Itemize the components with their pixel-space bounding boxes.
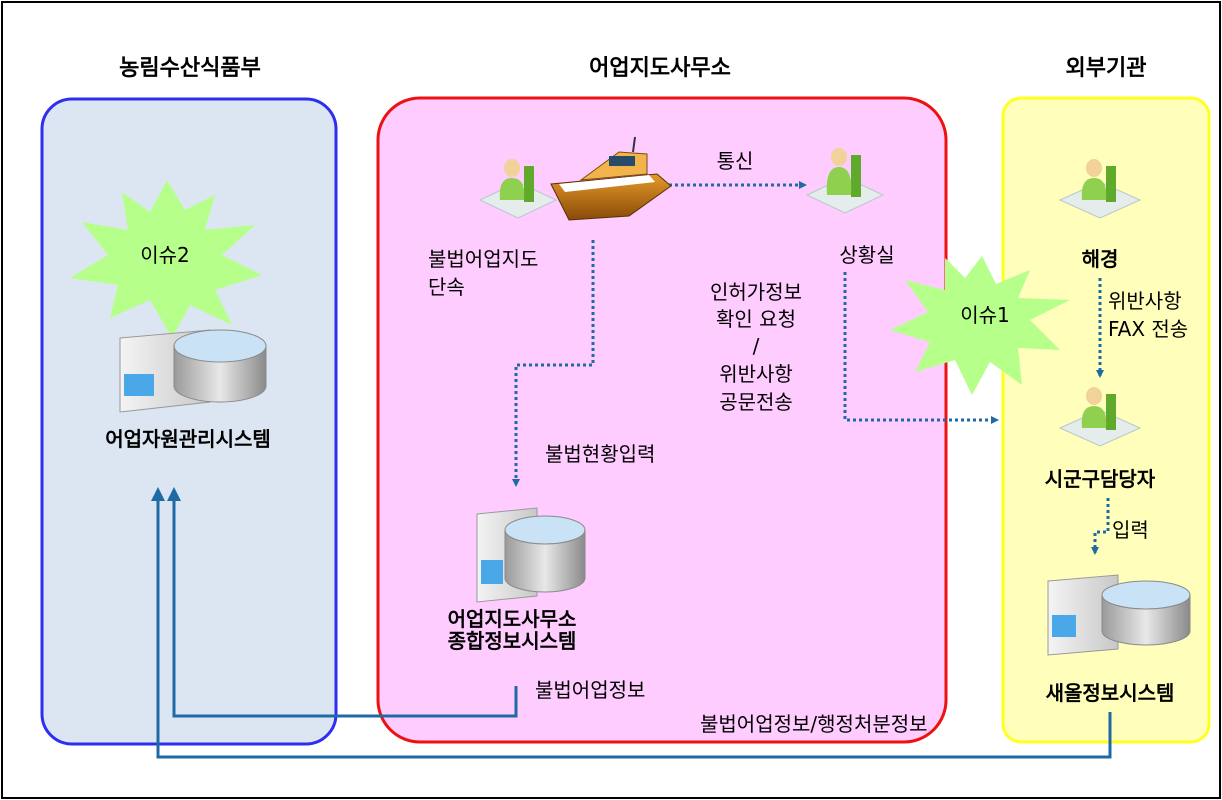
coast-guard-icon bbox=[1058, 159, 1142, 219]
admin-info-connector bbox=[151, 487, 1112, 759]
crackdown-label-line1: 불법어업지도 bbox=[428, 247, 538, 271]
saeol-system-label: 새올정보시스템 bbox=[1046, 681, 1175, 705]
saeol-server-icon bbox=[1047, 574, 1191, 656]
office-system-label-line1: 어업지도사무소 bbox=[448, 607, 577, 631]
input-connector bbox=[512, 240, 595, 487]
admin-info-label: 불법어업정보/행정처분정보 bbox=[700, 712, 928, 736]
situation-room-icon bbox=[805, 148, 885, 214]
illegal-info-connector bbox=[167, 487, 518, 718]
local-official-label: 시군구담당자 bbox=[1045, 467, 1156, 491]
ministry-panel bbox=[40, 97, 338, 746]
request-label-line3: / bbox=[753, 334, 760, 358]
request-connector bbox=[843, 272, 999, 424]
issue1-burst bbox=[890, 256, 1070, 395]
officer-icon bbox=[478, 159, 558, 219]
violation-fax-label-line1: 위반사항 bbox=[1108, 289, 1182, 313]
issue2-burst bbox=[70, 180, 262, 338]
office-system-label-line2: 종합정보시스템 bbox=[448, 629, 577, 653]
request-label-line2: 확인 요청 bbox=[716, 307, 796, 331]
request-label-line5: 공문전송 bbox=[719, 390, 793, 414]
office-system-server-icon bbox=[476, 507, 586, 603]
office-header: 어업지도사무소 bbox=[589, 56, 731, 81]
request-label-line1: 인허가정보 bbox=[710, 280, 802, 304]
issue2-label: 이슈2 bbox=[140, 243, 190, 267]
external-header: 외부기관 bbox=[1066, 56, 1147, 81]
local-input-label: 입력 bbox=[1112, 518, 1149, 542]
illegal-status-input-label: 불법현황입력 bbox=[545, 442, 655, 466]
communication-label: 통신 bbox=[717, 149, 754, 173]
coast-guard-label: 해경 bbox=[1082, 247, 1119, 271]
fishery-resource-system-label: 어업자원관리시스템 bbox=[105, 427, 271, 451]
fishery-resource-server-icon bbox=[119, 329, 267, 413]
crackdown-label-line2: 단속 bbox=[428, 275, 465, 299]
illegal-info-label: 불법어업정보 bbox=[535, 678, 645, 702]
issue1-label: 이슈1 bbox=[960, 303, 1010, 327]
ministry-header: 농림수산식품부 bbox=[119, 56, 261, 81]
violation-fax-label-line2: FAX 전송 bbox=[1108, 317, 1188, 341]
request-label-line4: 위반사항 bbox=[719, 362, 793, 386]
patrol-boat-icon bbox=[550, 136, 672, 221]
local-official-icon bbox=[1058, 387, 1142, 447]
situation-room-label: 상황실 bbox=[839, 243, 894, 267]
